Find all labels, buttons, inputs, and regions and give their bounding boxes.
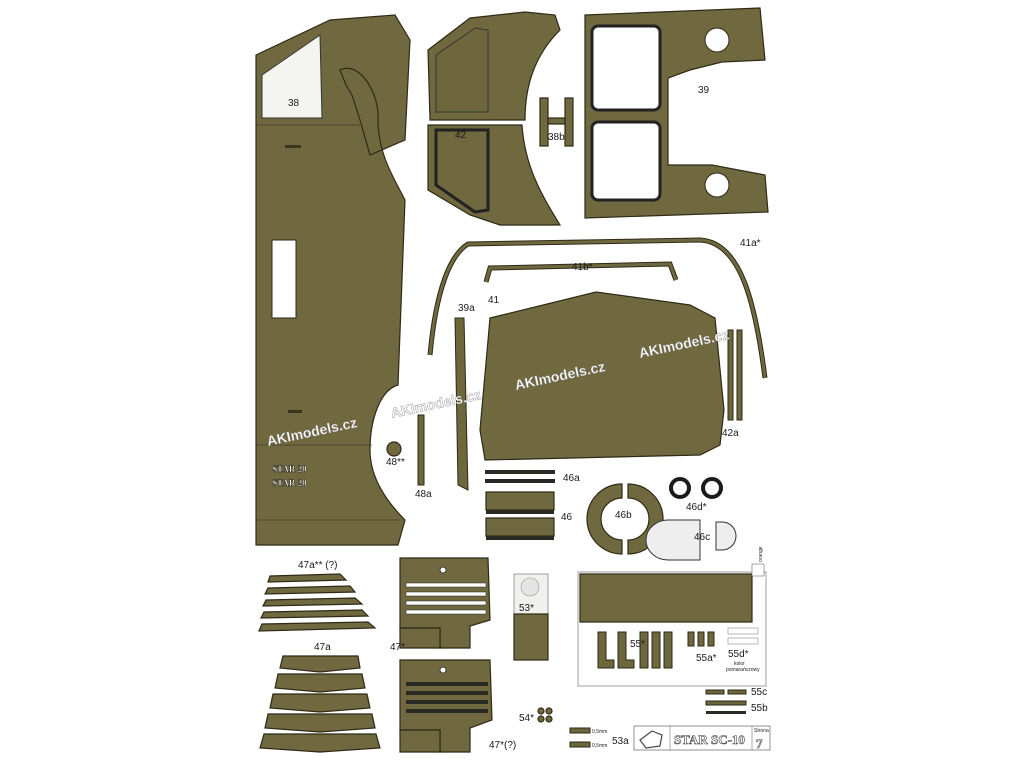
- part-55b: 55b: [705, 700, 768, 714]
- note-pomaranczowy: pomarańczowy: [726, 667, 760, 673]
- label-53a: 53a: [612, 736, 629, 747]
- part-41b: 41b*: [483, 261, 679, 283]
- label-38b: 38b: [548, 132, 565, 143]
- label-42a: 42a: [722, 428, 739, 439]
- label-48: 48**: [386, 457, 405, 468]
- note-orange: orange: [758, 546, 764, 562]
- part-48a: 48a: [415, 414, 432, 500]
- label-41: 41: [488, 295, 500, 306]
- label-55c: 55c: [751, 687, 767, 698]
- part-47-lower: 47*(?): [399, 659, 516, 753]
- part-39: 39: [584, 7, 769, 219]
- label-55b: 55b: [751, 703, 768, 714]
- footer-title: STAR SC-10: [674, 732, 745, 747]
- part-38b: 38b: [539, 97, 574, 147]
- part-53: 53*: [513, 573, 549, 661]
- label-47a: 47a: [314, 642, 331, 653]
- part-46: 46: [485, 491, 573, 540]
- label-55d: 55d*: [728, 649, 749, 660]
- part-48: 48**: [386, 441, 405, 468]
- plate-text-2: STAR 20: [272, 478, 307, 488]
- footer-strona: Strona: [754, 728, 769, 734]
- label-55a: 55a*: [696, 653, 717, 664]
- label-53: 53*: [519, 603, 534, 614]
- part-39a: 39a: [454, 303, 475, 491]
- label-47: 47*: [390, 642, 405, 653]
- label-42: 42: [455, 130, 467, 141]
- logo-icon: [639, 730, 663, 749]
- note-thick-1: 0,5mm: [592, 729, 607, 735]
- label-48a: 48a: [415, 489, 432, 500]
- label-39: 39: [698, 85, 710, 96]
- plate-text-1: STAR 20: [272, 464, 307, 474]
- part-47-upper: 47*: [390, 557, 491, 653]
- label-46d: 46d*: [686, 502, 707, 513]
- note-kolor: kolor: [734, 661, 745, 667]
- label-54: 54*: [519, 713, 534, 724]
- part-41: 41: [479, 291, 725, 461]
- footer-title-block: STAR SC-10 Strona 7: [633, 725, 771, 751]
- label-38: 38: [288, 98, 300, 109]
- part-42a: 42a: [722, 329, 743, 439]
- part-46c: 46c: [645, 519, 737, 561]
- label-41b: 41b*: [572, 262, 593, 273]
- part-55c: 55c: [705, 687, 767, 698]
- footer-page-number: 7: [756, 736, 763, 751]
- label-46a: 46a: [563, 473, 580, 484]
- label-47a-star: 47a** (?): [298, 560, 337, 571]
- part-46a: 46a: [485, 470, 580, 484]
- label-46c: 46c: [694, 532, 710, 543]
- label-55: 55*: [630, 639, 645, 650]
- part-46d: 46d*: [669, 477, 723, 513]
- label-46b: 46b: [615, 510, 632, 521]
- watermark-2: AKImodels.cz: [389, 386, 482, 421]
- part-41a: 41a*: [427, 237, 768, 379]
- part-54: 54*: [519, 707, 553, 724]
- part-42: 42: [427, 11, 562, 226]
- label-46: 46: [561, 512, 573, 523]
- part-47a-star: 47a** (?): [258, 560, 377, 632]
- label-39a: 39a: [458, 303, 475, 314]
- part-53a: 0,5mm 0,5mm 53a: [569, 727, 629, 749]
- label-41a: 41a*: [740, 238, 761, 249]
- part-38: 38 STAR 20 STAR 20: [255, 14, 411, 546]
- part-55-sheet: orange 55* 55a* 55d* kolor pomarańczowy: [577, 546, 767, 687]
- part-47a: 47a: [259, 642, 381, 753]
- label-47q: 47*(?): [489, 740, 516, 751]
- note-thick-2: 0,5mm: [592, 743, 607, 749]
